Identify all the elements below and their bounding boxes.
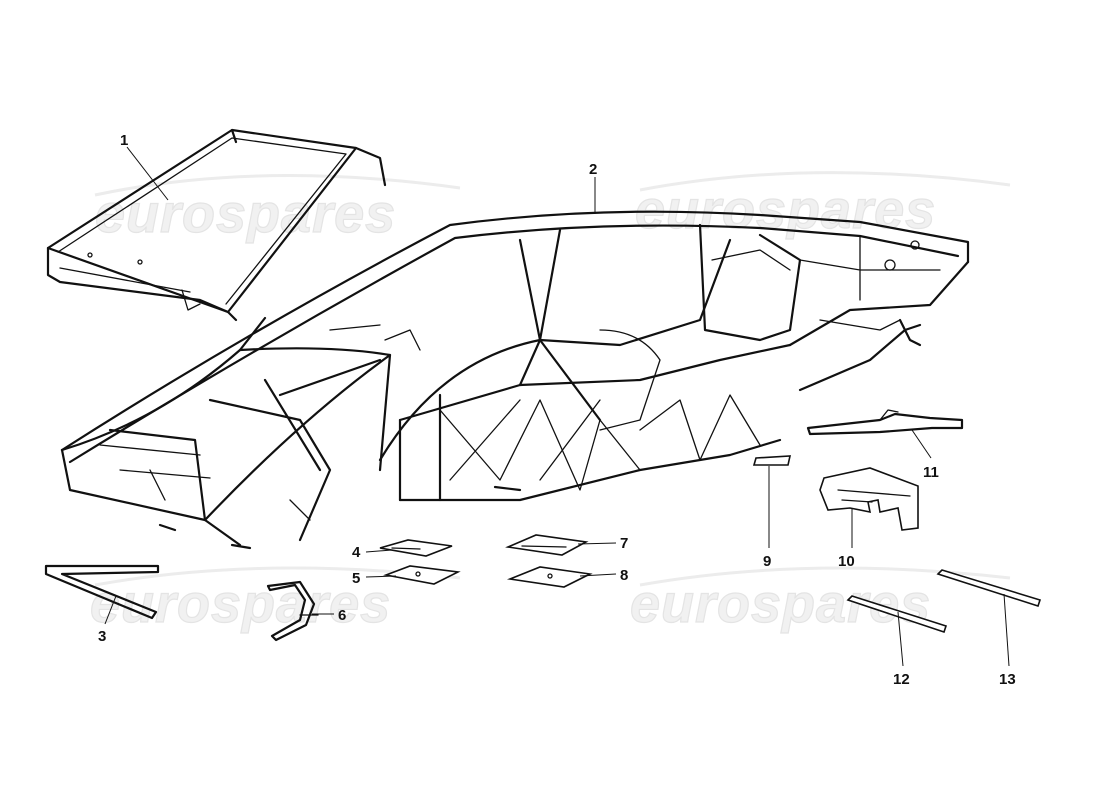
callout-12: 12 — [893, 671, 910, 688]
watermark-text: eurospares — [90, 574, 391, 634]
watermark-bottom-left: eurospares — [89, 566, 461, 635]
part-plate-7 — [505, 534, 589, 556]
callout-11: 11 — [923, 464, 939, 481]
watermark-group: eurospares eurospares eurospares eurospa… — [89, 171, 1011, 635]
watermark-bottom-right: eurospares — [629, 566, 1011, 635]
part-front-strut — [44, 564, 160, 620]
part-small-shim — [752, 455, 792, 466]
part-bar-12 — [846, 595, 948, 634]
callout-9: 9 — [763, 553, 771, 570]
part-bar-13 — [936, 569, 1042, 608]
part-roof-frame — [46, 128, 387, 322]
leader-lines — [104, 146, 1010, 667]
part-plate-4 — [379, 539, 453, 557]
part-side-rod — [806, 409, 964, 436]
callout-2: 2 — [589, 161, 597, 178]
callout-1: 1 — [120, 132, 128, 149]
watermark-text: eurospares — [95, 184, 396, 244]
callout-labels: 1 2 3 4 5 6 7 8 9 10 11 12 13 — [98, 132, 1016, 688]
callout-6: 6 — [338, 607, 346, 624]
part-insulation-panel — [819, 467, 919, 531]
callout-4: 4 — [352, 544, 361, 561]
callout-8: 8 — [620, 567, 628, 584]
callout-3: 3 — [98, 628, 106, 645]
callout-7: 7 — [620, 535, 628, 552]
callout-5: 5 — [352, 570, 360, 587]
part-bent-bracket — [266, 580, 319, 642]
watermark-text: eurospares — [630, 574, 931, 634]
part-chassis-frame — [60, 210, 970, 550]
callout-10: 10 — [838, 553, 855, 570]
watermark-top-left: eurospares — [94, 174, 461, 245]
part-plate-8 — [506, 566, 593, 588]
watermark-top-right: eurospares — [634, 171, 1011, 241]
callout-13: 13 — [999, 671, 1016, 688]
part-plate-5 — [383, 565, 461, 585]
